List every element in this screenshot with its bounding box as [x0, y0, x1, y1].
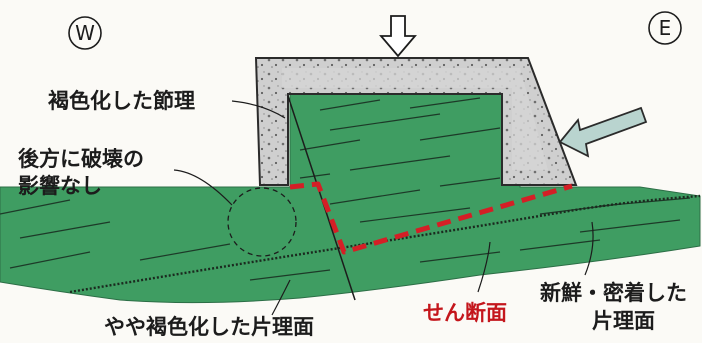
label-no-damage-line1: 後方に破壊の: [18, 147, 144, 171]
concrete-inner-face: [282, 68, 548, 170]
leader-no-damage: [173, 169, 233, 206]
left-arrow-icon: [558, 106, 648, 158]
label-fresh-schistosity-line1: 新鮮・密着した: [540, 281, 687, 305]
label-slightly-discolored: やや褐色化した片理面: [104, 315, 314, 339]
label-shear-surface: せん断面: [423, 301, 507, 325]
west-marker: W: [68, 16, 102, 50]
no-effect-zone: [227, 187, 297, 257]
leader-slightly-discolored: [271, 279, 291, 316]
label-discolored-joint: 褐色化した節理: [47, 89, 195, 113]
leader-shear-surface: [477, 241, 491, 293]
label-no-damage-line2: 影響なし: [18, 174, 102, 198]
discolored-joint-line: [287, 95, 356, 301]
down-arrow-icon: [379, 15, 417, 58]
east-label: E: [659, 16, 672, 40]
rock-mass: [0, 91, 701, 304]
leader-discolored-joint: [231, 100, 286, 119]
east-marker: E: [648, 11, 682, 45]
label-fresh-schistosity-line2: 片理面: [592, 309, 655, 333]
west-label: W: [75, 21, 95, 45]
leader-fresh-schistosity: [584, 221, 594, 276]
discolored-schistosity-plane: [69, 194, 701, 294]
concrete-foundation: [254, 57, 578, 186]
